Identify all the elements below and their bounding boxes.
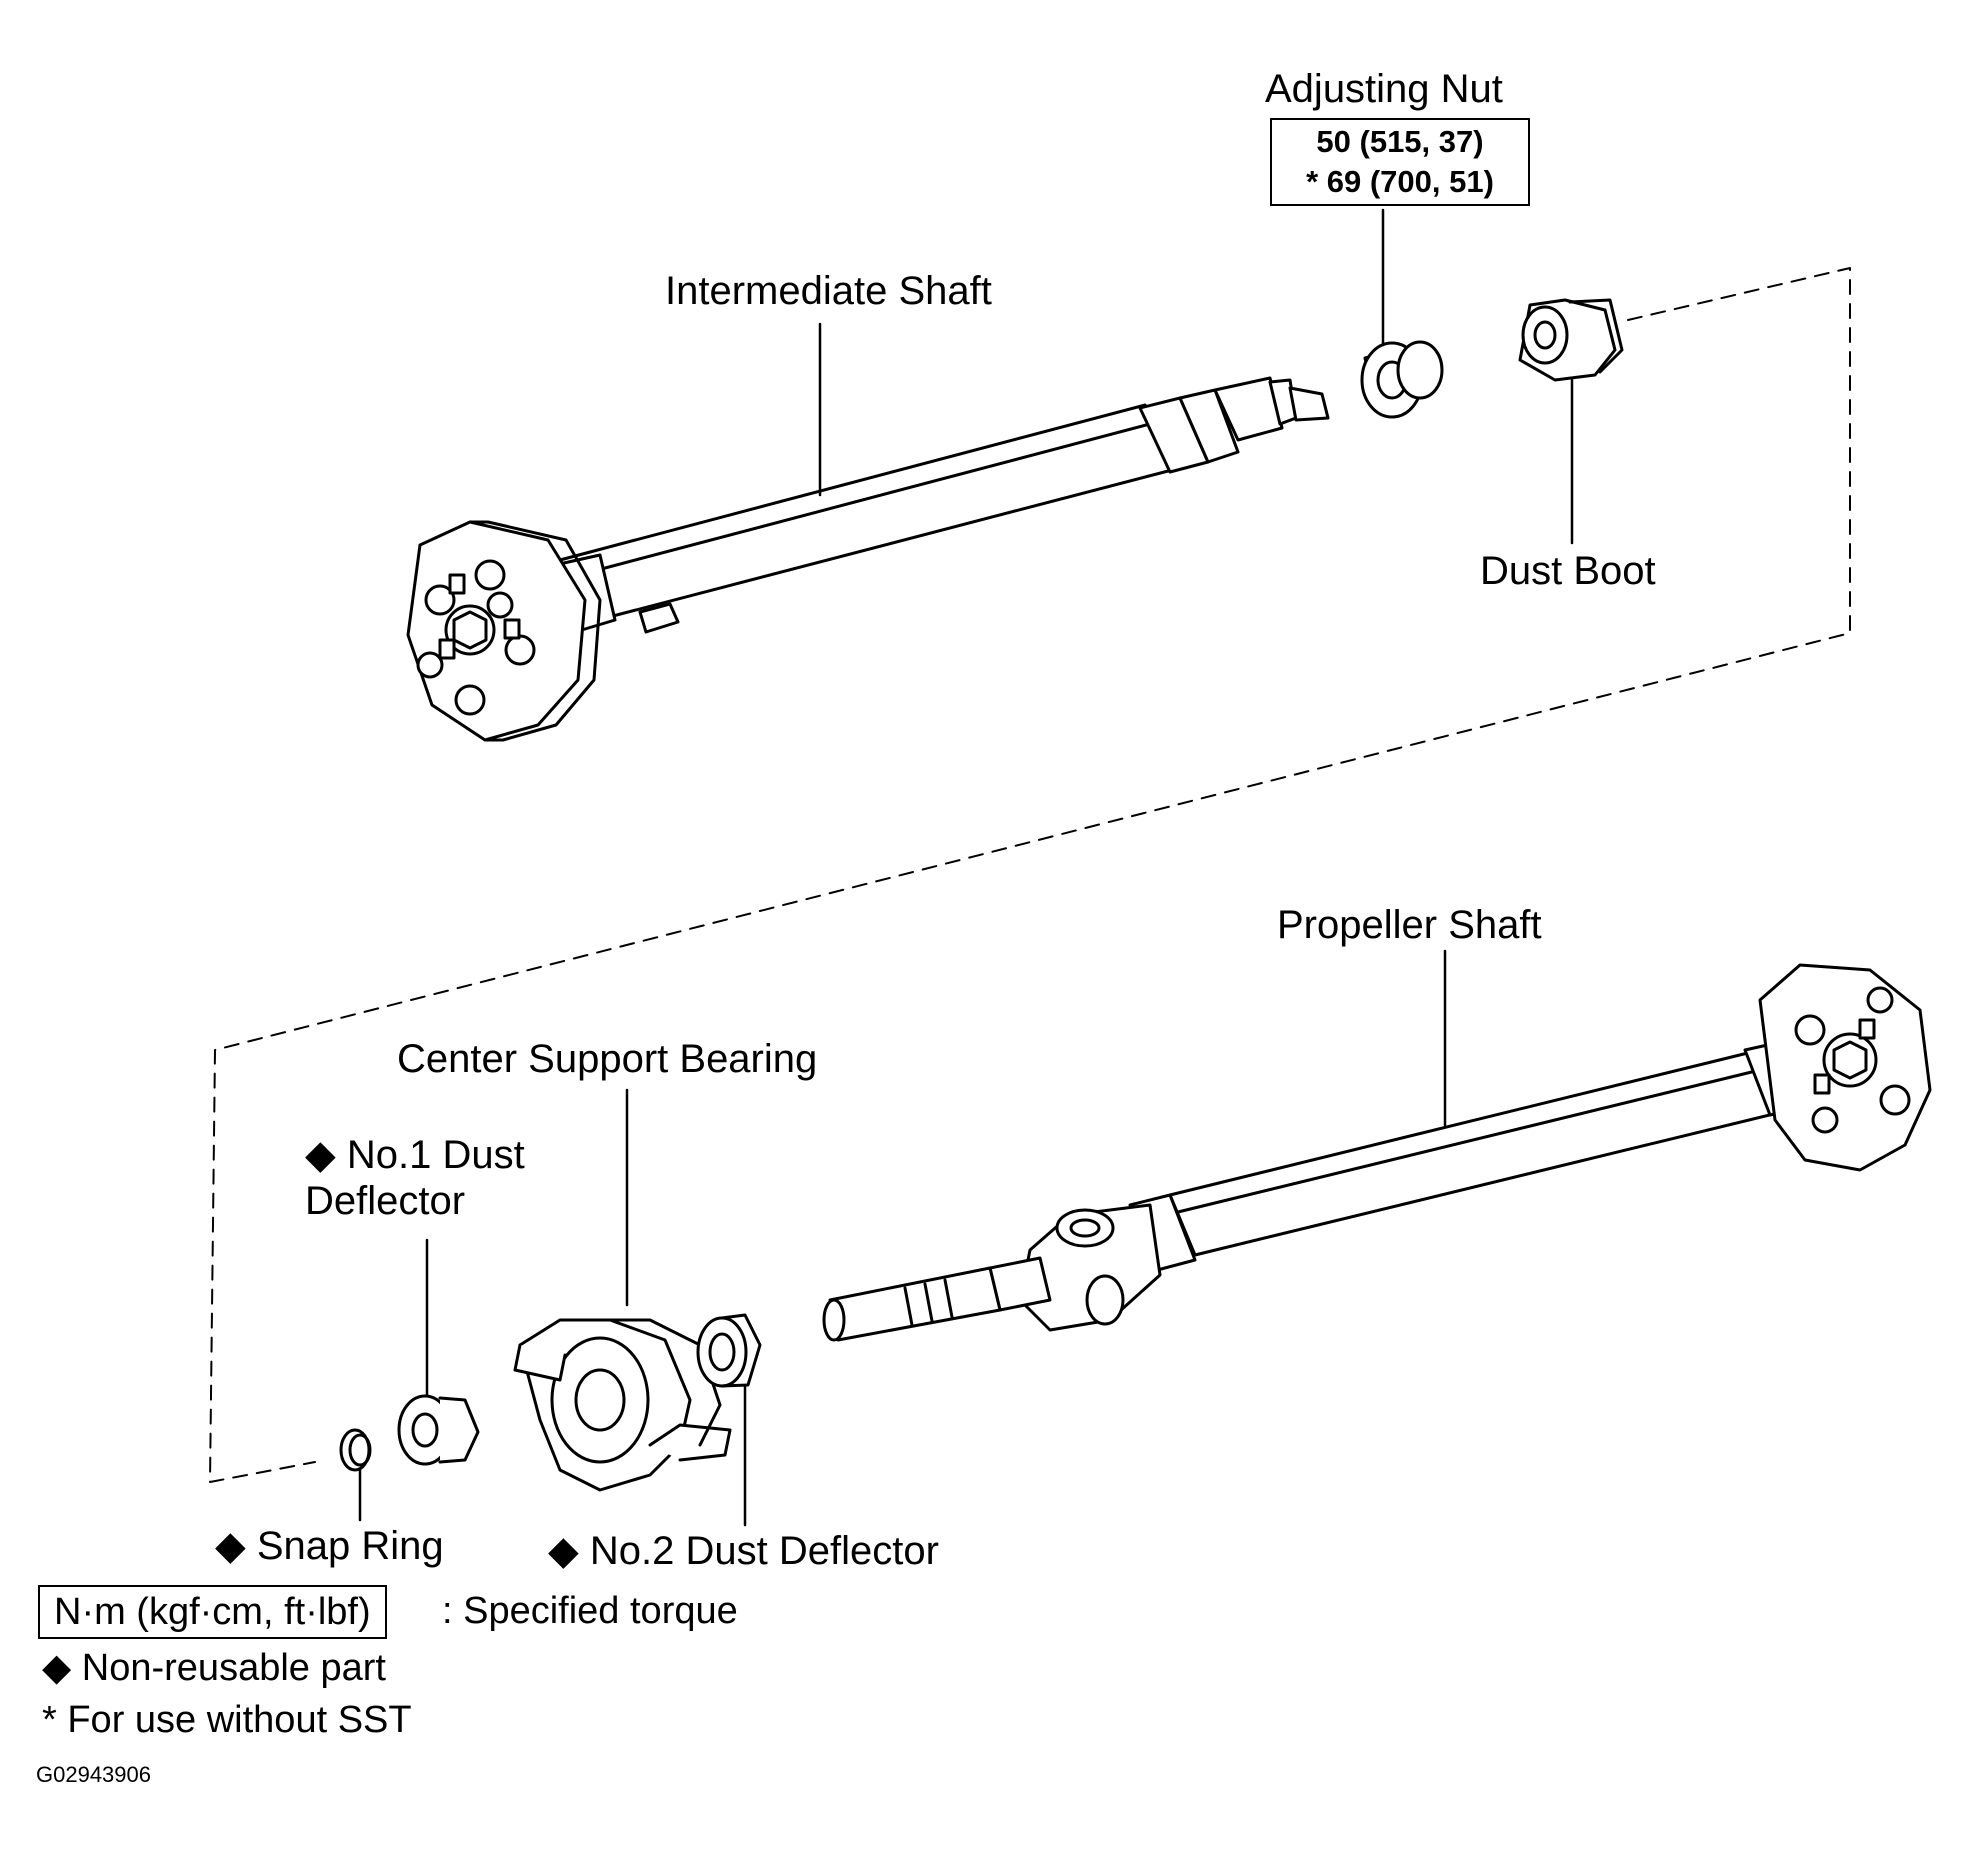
adjusting-nut-torque-box: 50 (515, 37) * 69 (700, 51) [1270,118,1530,206]
leader-lines [358,208,1574,1527]
center-support-bearing-drawing [513,1318,732,1492]
no1-dust-deflector-label-line1: ◆ No.1 Dust [305,1133,525,1177]
legend-non-reusable: ◆ Non-reusable part [42,1647,386,1689]
dust-boot-drawing [1518,298,1624,382]
no2-dust-deflector-label: ◆ No.2 Dust Deflector [548,1529,939,1573]
legend-sst-note: * For use without SST [42,1699,412,1741]
intermediate-shaft-drawing [406,376,1330,742]
figure-id: G02943906 [36,1762,151,1787]
snap-ring-label: ◆ Snap Ring [215,1524,444,1568]
propeller-shaft-drawing [822,963,1932,1342]
center-support-bearing-label: Center Support Bearing [397,1037,818,1081]
legend-unit-description: : Specified torque [442,1590,738,1632]
legend-unit-box: N·m (kgf·cm, ft·lbf) [38,1585,387,1639]
snap-ring-drawing [339,1428,372,1472]
torque-line-1: 50 (515, 37) [1316,124,1484,159]
no2-dust-deflector-drawing [696,1313,762,1388]
propeller-shaft-label: Propeller Shaft [1277,903,1542,947]
intermediate-shaft-label: Intermediate Shaft [665,269,992,313]
no1-dust-deflector-label-line2: Deflector [305,1179,466,1223]
torque-line-2: * 69 (700, 51) [1306,164,1494,199]
no1-dust-deflector-drawing [397,1394,480,1466]
adjusting-nut-drawing [1360,340,1444,419]
dust-boot-label: Dust Boot [1480,549,1656,593]
adjusting-nut-label: Adjusting Nut [1265,67,1503,111]
